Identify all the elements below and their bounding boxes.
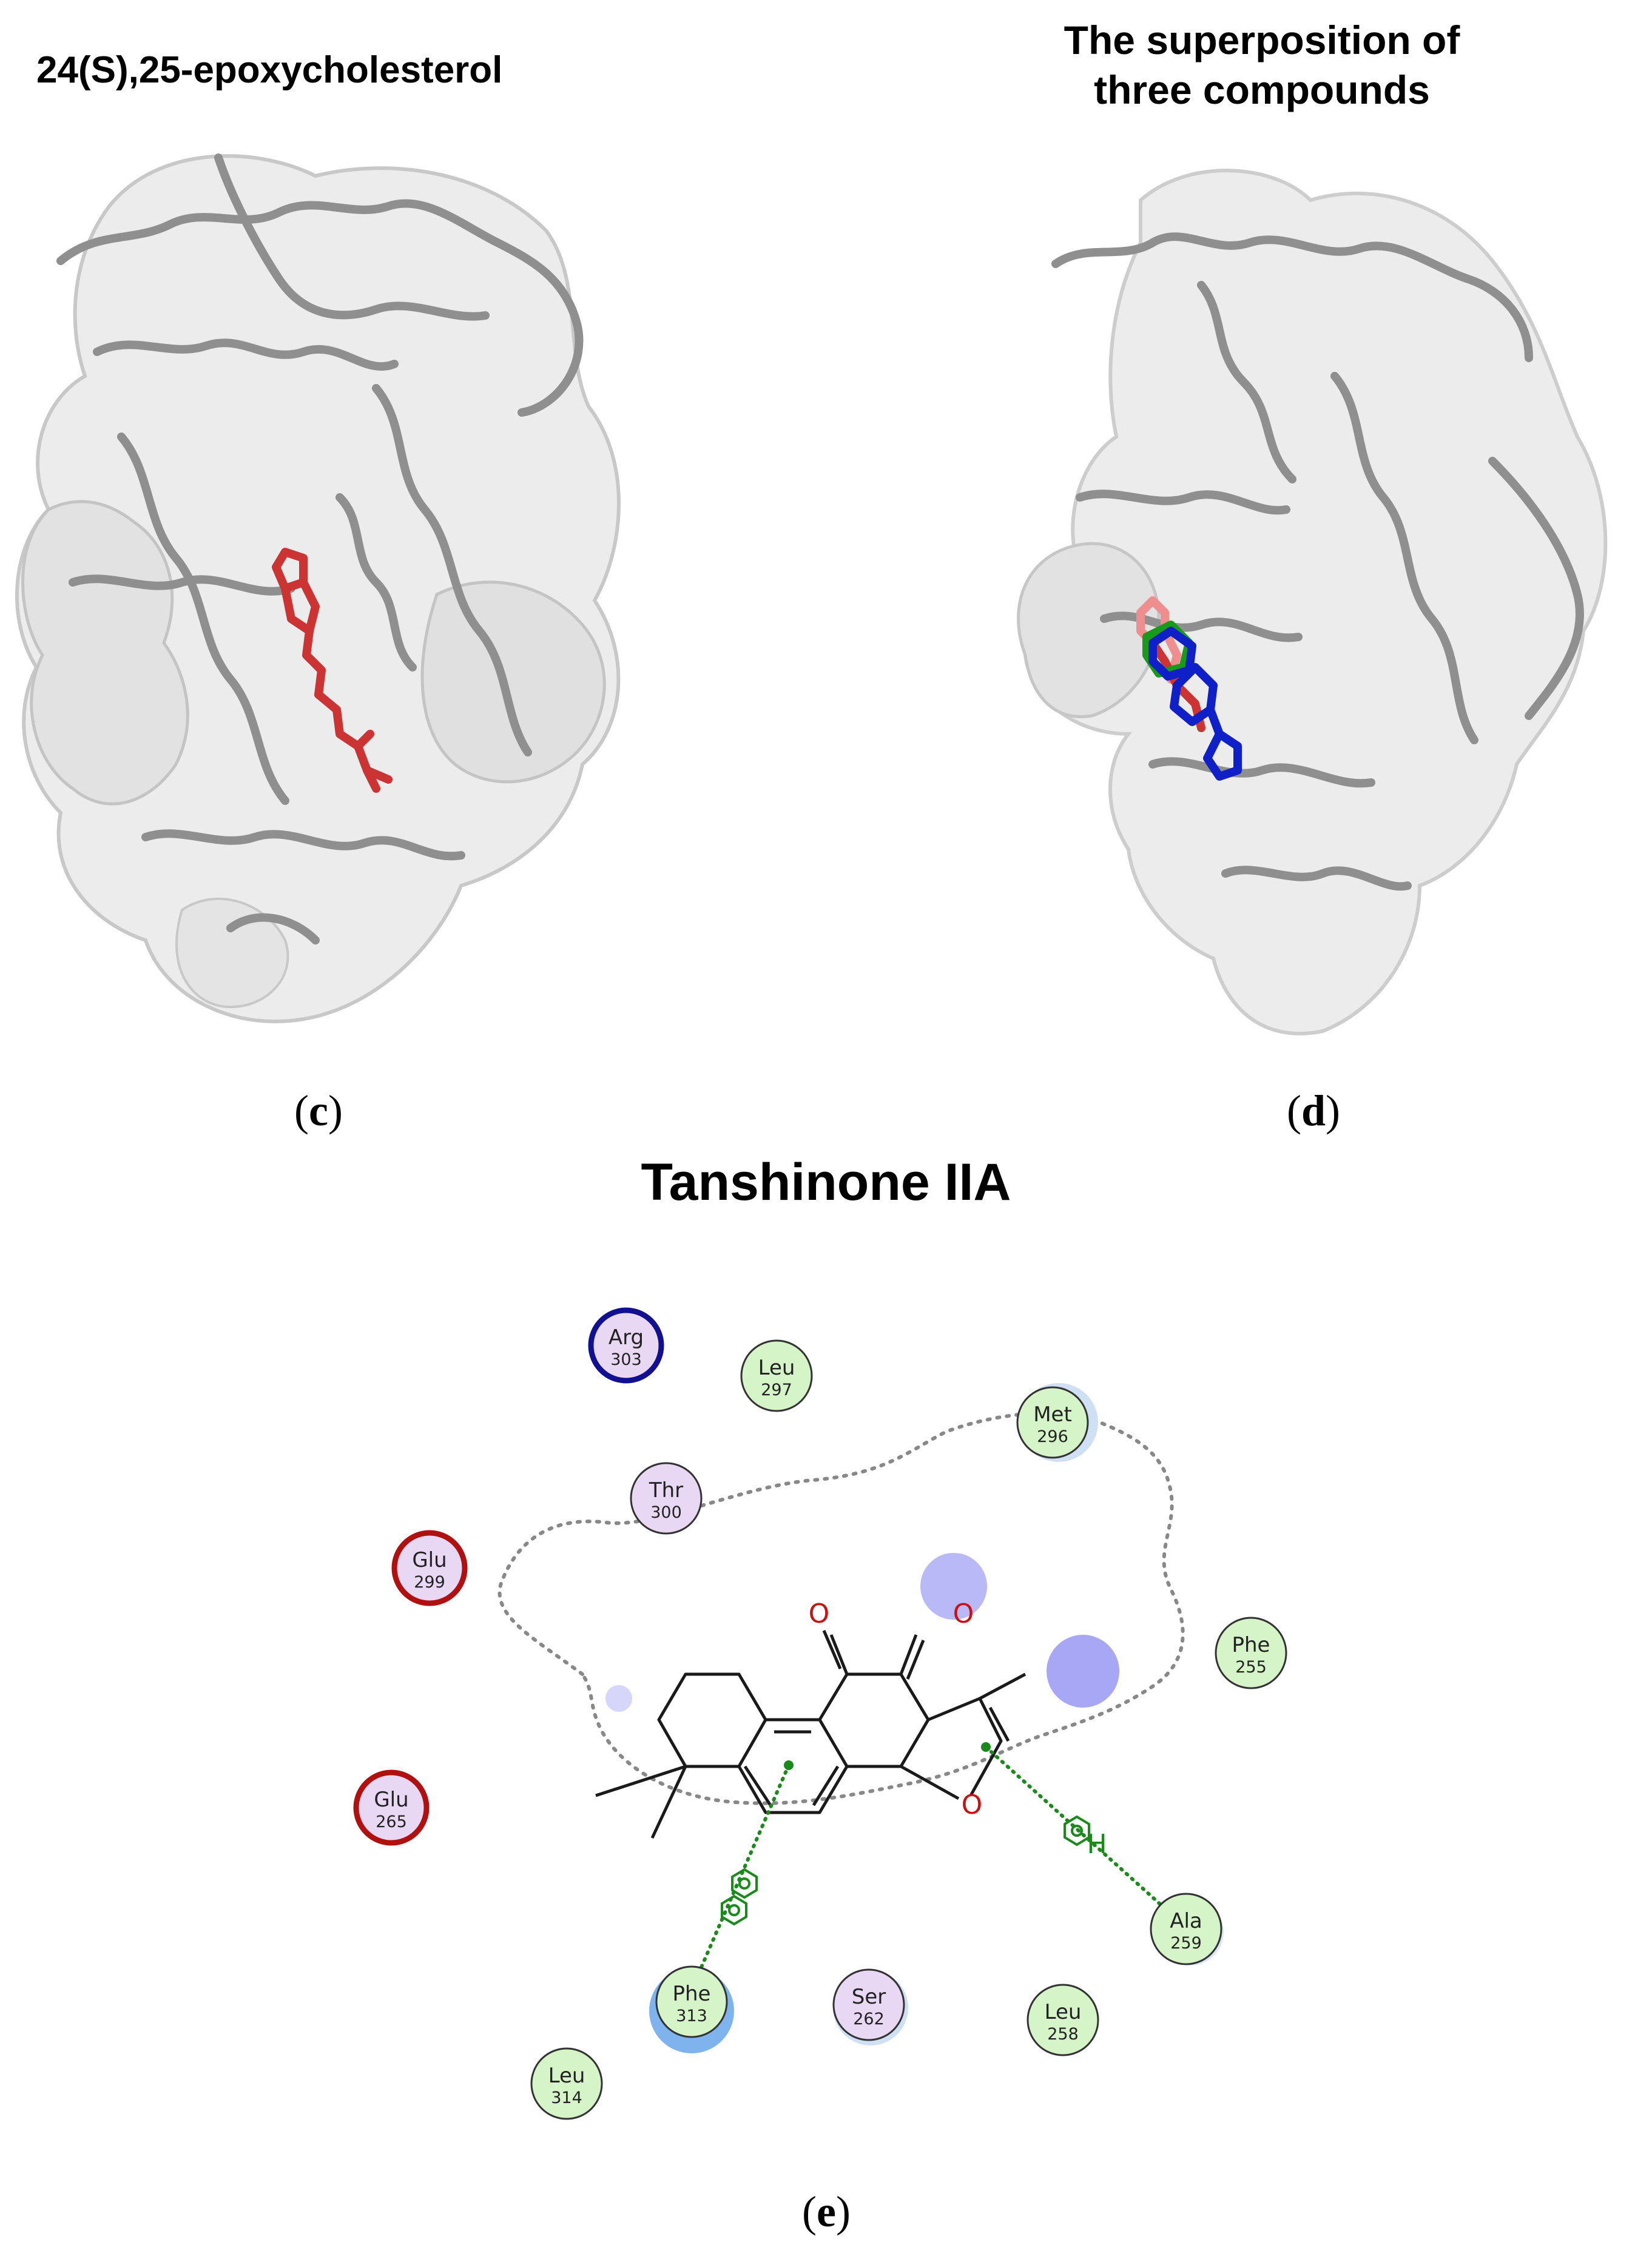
- residue-name: Ala: [1170, 1909, 1202, 1933]
- protein-surface: [1017, 169, 1608, 1035]
- panel-e-title: Tanshinone IIA: [641, 1153, 1011, 1211]
- residue-name: Thr: [649, 1478, 683, 1503]
- residue-number: 303: [610, 1350, 642, 1369]
- ligand-epoxycholesterol: [272, 548, 393, 793]
- panel-d-title-line1: The superposition of: [1064, 18, 1460, 62]
- residue-name: Met: [1033, 1402, 1072, 1427]
- pi-h-bond-icon: [1064, 1815, 1090, 1846]
- panel-e-label: (e): [802, 2187, 851, 2236]
- residue-number: 255: [1235, 1658, 1267, 1677]
- oxygen-atom-furan: O: [962, 1789, 983, 1820]
- protein-cartoon: [1051, 232, 1584, 891]
- ring-centroid-2: [981, 1742, 991, 1752]
- oxygen-atom-1: O: [809, 1598, 830, 1629]
- residue-name: Leu: [758, 1356, 795, 1380]
- residue-circle: [353, 1769, 430, 1846]
- residue-number: 297: [761, 1381, 792, 1399]
- residue-name: Arg: [609, 1325, 644, 1350]
- ring-centroid-1: [784, 1760, 794, 1770]
- residue-number: 299: [414, 1573, 445, 1592]
- residue-circle: [1150, 1893, 1222, 1965]
- residue-number: 259: [1170, 1934, 1202, 1953]
- protein-structure-d: [1017, 169, 1608, 1035]
- residue-number: 314: [551, 2089, 582, 2107]
- residue-circle: [832, 1968, 905, 2041]
- residue-number: 313: [676, 2007, 707, 2025]
- residue-number: 258: [1047, 2025, 1079, 2044]
- residue-circle: [391, 1530, 468, 1606]
- residue-name: Phe: [1232, 1633, 1270, 1657]
- residue-name: Phe: [673, 1982, 711, 2006]
- binding-pocket-outline: [497, 1411, 1185, 1805]
- residue-circle: [588, 1307, 664, 1384]
- residue-name: Ser: [852, 1985, 886, 2009]
- ligand-superposition: [1136, 596, 1242, 781]
- residue-name: Leu: [1045, 2000, 1082, 2024]
- pi-pi-stacking-icon: [721, 1868, 758, 1926]
- residue-number: 265: [376, 1813, 407, 1831]
- residue-circle: [530, 2047, 603, 2120]
- residue-name: Leu: [548, 2064, 585, 2088]
- residue-circle: [1215, 1617, 1287, 1689]
- residue-name: Glu: [412, 1548, 447, 1572]
- protein-surface: [15, 154, 621, 1023]
- residue-circle: [1016, 1386, 1089, 1459]
- oxygen-atom-2: O: [953, 1598, 974, 1629]
- residue-circle: [630, 1462, 703, 1535]
- protein-structure-c: [15, 153, 621, 1023]
- residue-circle: [1027, 1984, 1099, 2056]
- panel-c-label: (c): [294, 1086, 343, 1135]
- protein-cartoon: [56, 153, 584, 944]
- residue-circle: [655, 1965, 728, 2038]
- panel-d-title-line2: three compounds: [1094, 67, 1430, 112]
- residue-number: 300: [650, 1503, 682, 1522]
- panel-c-title: 24(S),25-epoxycholesterol: [36, 49, 503, 91]
- residue-number: 262: [853, 2010, 885, 2028]
- residue-circle: [740, 1339, 813, 1412]
- panel-d-title: The superposition of three compounds: [983, 15, 1541, 115]
- pi-interactions: [690, 1745, 1173, 1991]
- ligand-tanshinone-iia: [595, 1630, 1027, 1839]
- panel-d-label: (d): [1286, 1086, 1340, 1135]
- residue-name: Glu: [374, 1788, 408, 1812]
- residue-number: 296: [1037, 1427, 1068, 1446]
